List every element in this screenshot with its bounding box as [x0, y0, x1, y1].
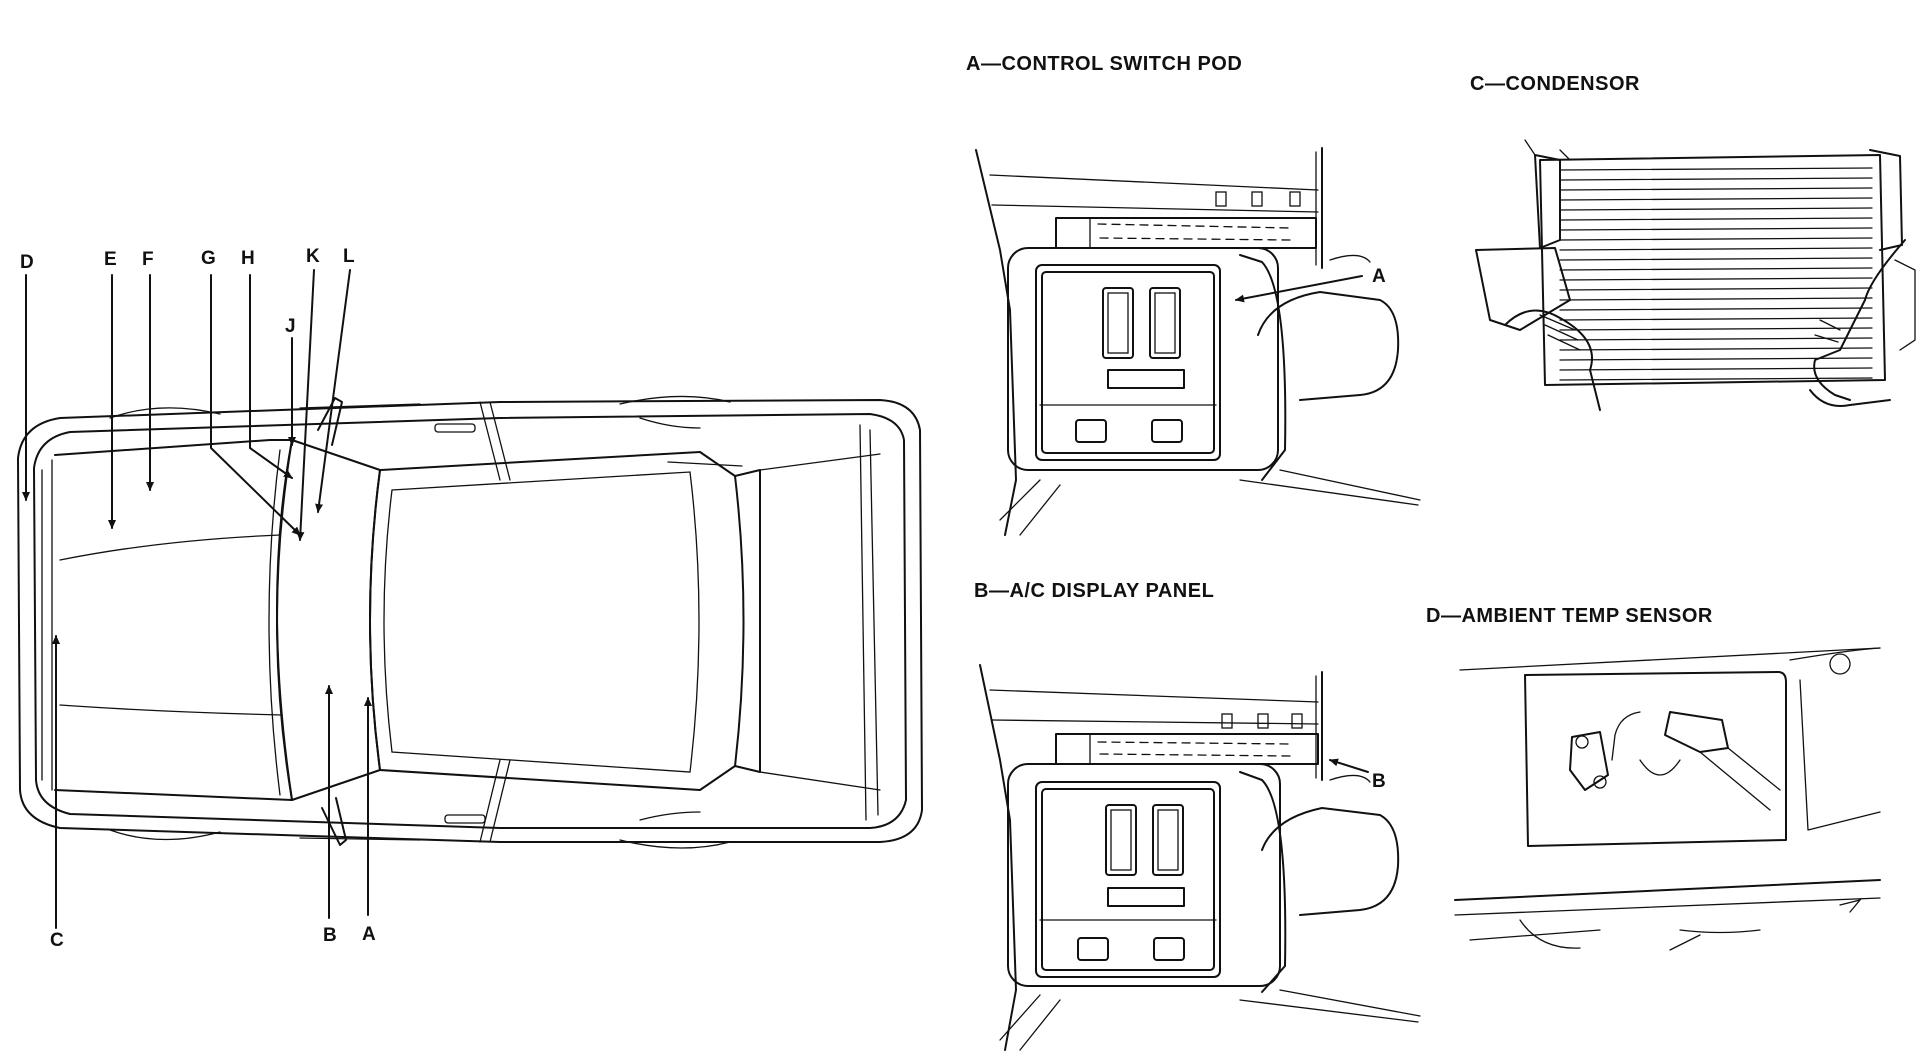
- label-j: J: [285, 316, 296, 337]
- ambient-temp-sensor-illustration: [1454, 647, 1881, 951]
- condensor-fin: [1559, 337, 1873, 341]
- label-g: G: [201, 248, 216, 269]
- condensor-fin: [1559, 207, 1873, 211]
- condensor-fin: [1559, 297, 1873, 301]
- condensor-fin: [1559, 177, 1873, 181]
- condensor-fin: [1559, 347, 1873, 351]
- car-top-view: [17, 395, 923, 849]
- label-b: B: [323, 925, 337, 946]
- condensor-fin: [1559, 307, 1873, 311]
- leader-display-b: [1329, 758, 1369, 773]
- condensor-fin: [1559, 317, 1873, 321]
- label-c: C: [50, 930, 64, 951]
- condensor-fin: [1559, 187, 1873, 191]
- condensor-fin: [1559, 367, 1873, 371]
- panel-a-title: A—CONTROL SWITCH POD: [966, 53, 1242, 75]
- condensor-fin: [1559, 357, 1873, 361]
- condensor-fin: [1559, 277, 1873, 281]
- condensor-fin: [1559, 237, 1873, 241]
- label-l: L: [343, 246, 355, 267]
- leader-h: [249, 274, 293, 479]
- label-k: K: [306, 246, 320, 267]
- label-d: D: [20, 252, 34, 273]
- condensor-fin: [1559, 327, 1873, 331]
- condensor-fin: [1559, 227, 1873, 231]
- condensor-fin: [1559, 167, 1873, 171]
- label-e: E: [104, 249, 117, 270]
- panel-a-callout: A: [1372, 266, 1386, 287]
- leader-k: [296, 269, 315, 541]
- condensor-fin: [1559, 257, 1873, 261]
- label-h: H: [241, 248, 255, 269]
- condensor-fin: [1559, 267, 1873, 271]
- control-switch-pod-illustration: A: [975, 147, 1421, 536]
- leader-l: [315, 269, 351, 513]
- condensor-fin: [1559, 217, 1873, 221]
- car-callouts: D E F G H J K L C B A: [20, 246, 376, 951]
- condensor-fin: [1559, 287, 1873, 291]
- panel-c-title: C—CONDENSOR: [1470, 73, 1640, 95]
- panel-d-title: D—AMBIENT TEMP SENSOR: [1426, 605, 1713, 627]
- leader-g: [210, 274, 301, 536]
- ac-display-panel-illustration: B: [979, 664, 1421, 1051]
- condensor-illustration: [1475, 139, 1916, 411]
- panel-b-title: B—A/C DISPLAY PANEL: [974, 580, 1214, 602]
- condensor-fin: [1559, 247, 1873, 251]
- leader-pod-a: [1235, 275, 1363, 303]
- condensor-fin: [1559, 197, 1873, 201]
- condensor-fin: [1559, 377, 1873, 381]
- panel-b-callout: B: [1372, 771, 1386, 792]
- label-f: F: [142, 249, 154, 270]
- label-a: A: [362, 924, 376, 945]
